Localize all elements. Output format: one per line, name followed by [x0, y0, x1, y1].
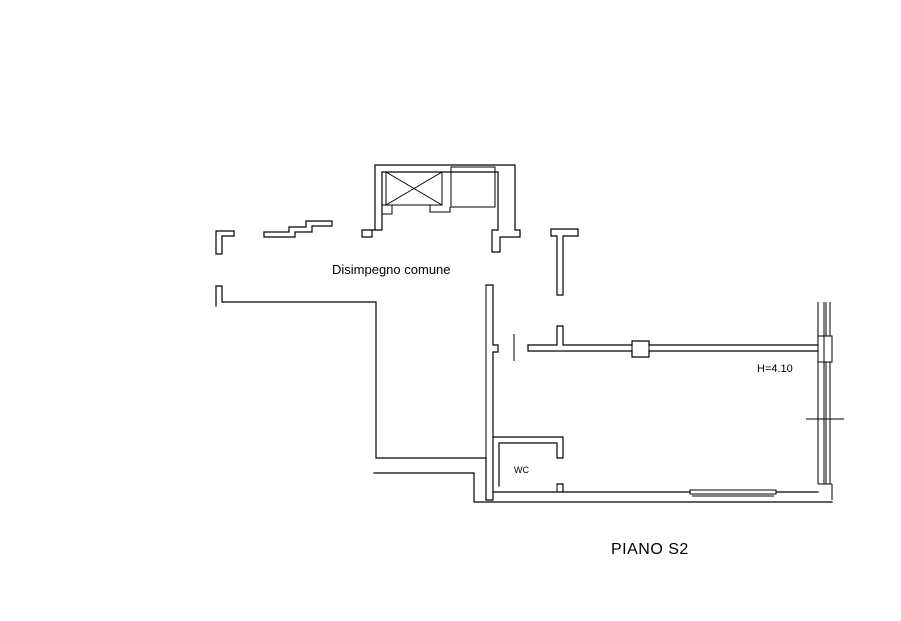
- right-facade: [806, 302, 844, 500]
- corridor-wall: [485, 284, 499, 501]
- wc-room: [492, 436, 564, 493]
- facade-pillar: [817, 335, 833, 363]
- lift-shaft: [385, 171, 443, 206]
- ceiling-height-label: H=4.10: [757, 363, 793, 375]
- stepped-wall-fragments: [215, 220, 333, 255]
- room-label: Disimpegno comune: [332, 262, 451, 277]
- bottom-wall: [373, 472, 833, 503]
- left-unit-outline: [215, 285, 487, 459]
- main-unit-top-wall: [527, 325, 819, 358]
- bottom-window: [689, 489, 777, 495]
- corridor-right-stubs: [550, 228, 579, 296]
- stair-landing: [450, 166, 496, 208]
- stair-lift-core: [361, 164, 521, 253]
- floor-title: PIANO S2: [611, 541, 689, 558]
- wc-label: WC: [514, 465, 529, 475]
- structural-column: [631, 340, 650, 358]
